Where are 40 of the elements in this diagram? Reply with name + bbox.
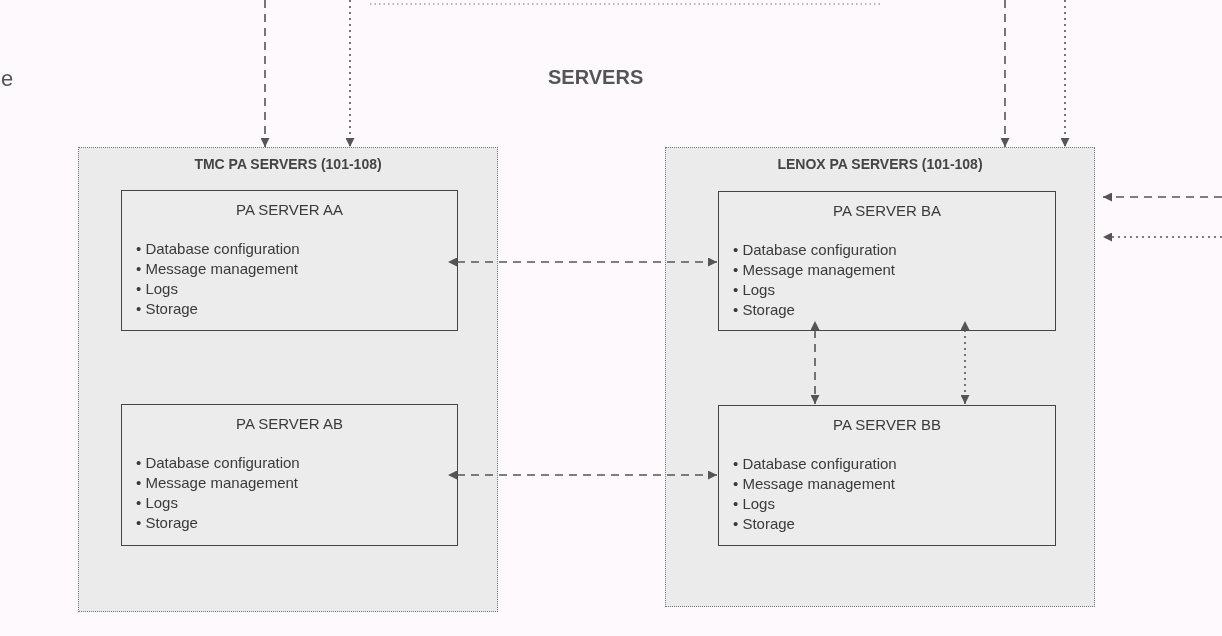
server-name: PA SERVER AA (235, 201, 344, 218)
server-box (718, 405, 1056, 546)
group-heading: TMC PA SERVERS (101-108) (193, 156, 383, 172)
bullet-item: • Message management (733, 260, 896, 280)
server-box (718, 191, 1056, 331)
bullet-item: • Database configuration (733, 240, 897, 260)
dashed-arrow (448, 257, 718, 267)
bullet-item: • Storage (733, 514, 796, 534)
server-name: PA SERVER AB (235, 415, 344, 432)
bullet-item: • Logs (136, 493, 179, 513)
server-box (121, 190, 458, 331)
server-group-panel (665, 147, 1095, 607)
dotted-arrow (960, 321, 970, 405)
dashed-arrow (810, 321, 820, 405)
bullet-item: • Database configuration (136, 239, 300, 259)
bullet-item: • Message management (733, 474, 896, 494)
server-name: PA SERVER BA (832, 202, 942, 219)
bullet-item: • Database configuration (733, 454, 897, 474)
cut-off-text: e (1, 66, 14, 92)
dashed-arrow (1000, 0, 1010, 148)
dotted-arrow (1060, 0, 1070, 148)
bullet-item: • Storage (136, 299, 199, 319)
bullet-item: • Message management (136, 473, 299, 493)
server-name: PA SERVER BB (832, 416, 942, 433)
dotted-arrow (1102, 232, 1222, 242)
diagram-title: SERVERS (548, 66, 644, 89)
dashed-arrow (1102, 192, 1222, 202)
dotted-arrow (345, 0, 355, 148)
bullet-item: • Logs (733, 494, 776, 514)
bullet-item: • Database configuration (136, 453, 300, 473)
group-heading: LENOX PA SERVERS (101-108) (776, 156, 984, 172)
server-box (121, 404, 458, 546)
bullet-item: • Logs (136, 279, 179, 299)
dashed-arrow (448, 470, 718, 480)
bullet-item: • Storage (136, 513, 199, 533)
bullet-item: • Message management (136, 259, 299, 279)
bullet-item: • Logs (733, 280, 776, 300)
bullet-item: • Storage (733, 300, 796, 320)
server-group-panel (78, 147, 498, 612)
dashed-arrow (260, 0, 270, 148)
